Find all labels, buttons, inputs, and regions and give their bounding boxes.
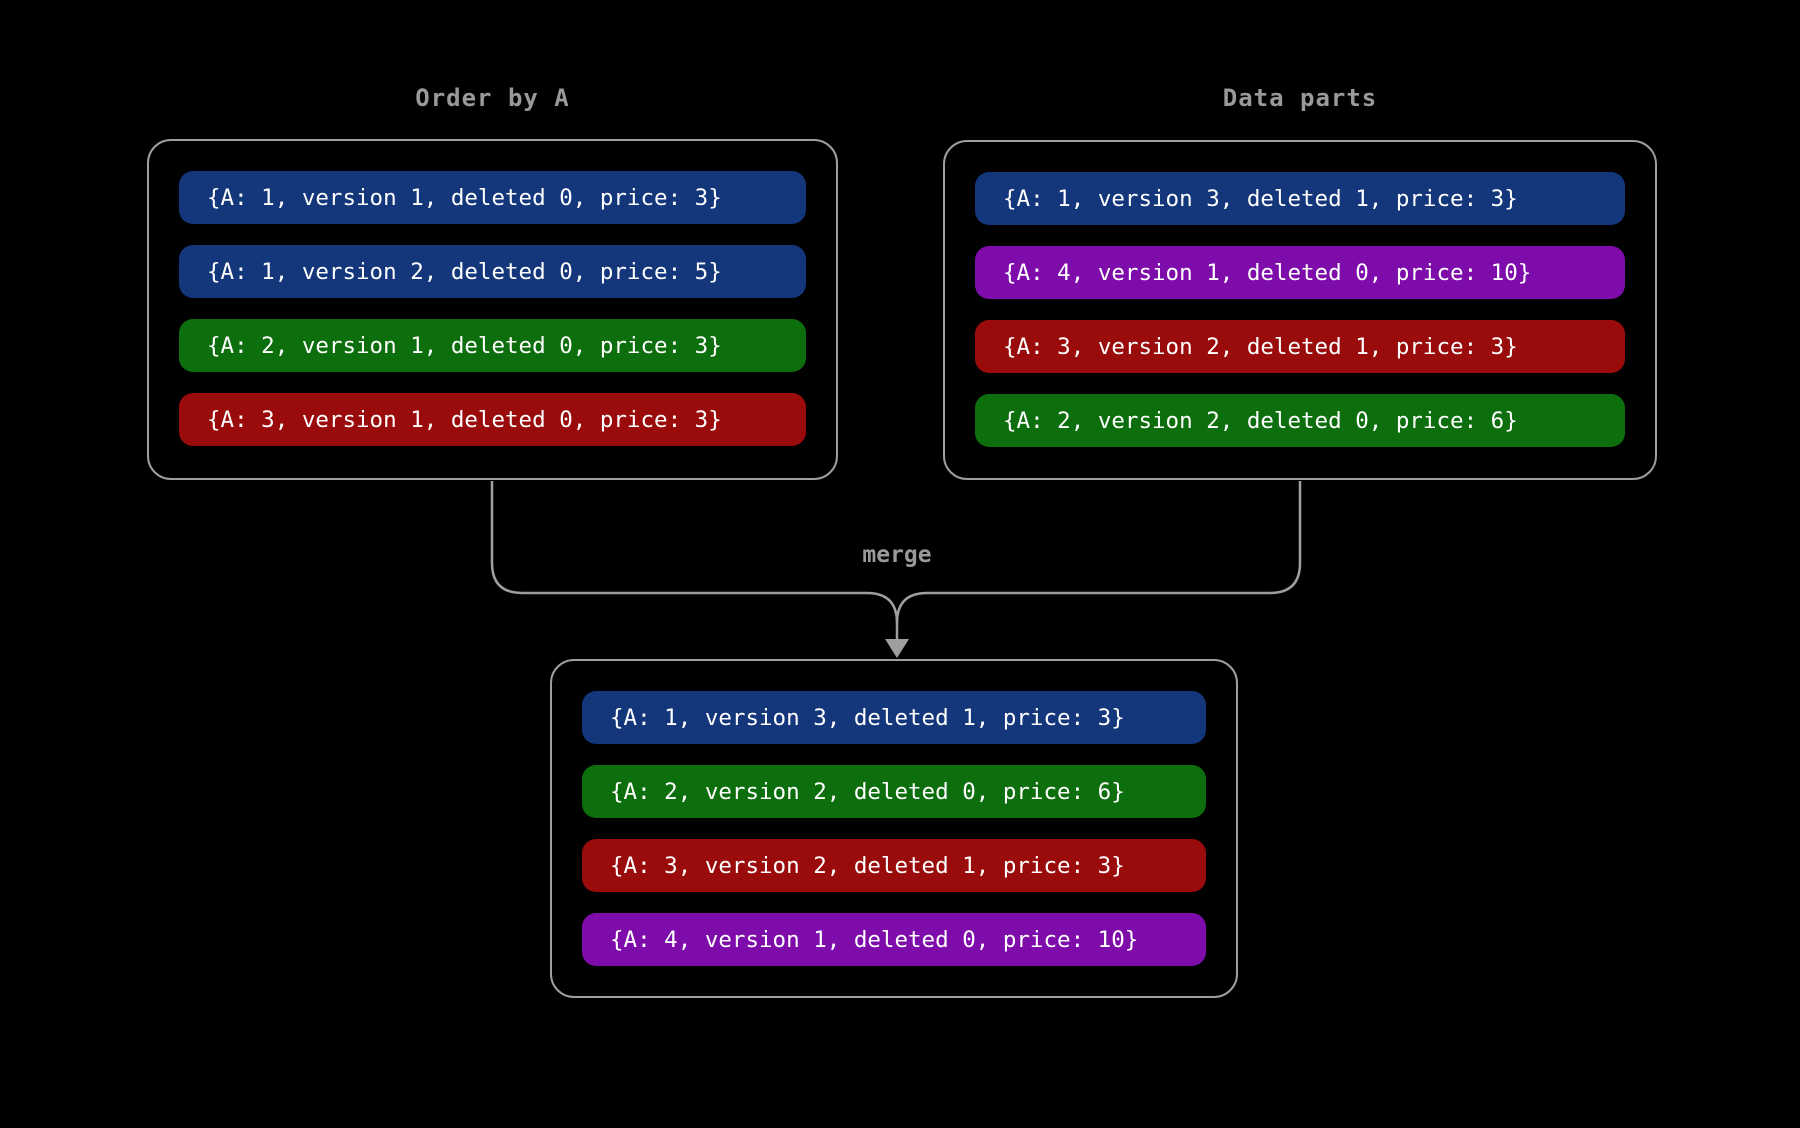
data-row: {A: 2, version 2, deleted 0, price: 6} (582, 765, 1206, 818)
arrowhead-icon (885, 639, 909, 658)
order-by-a-title: Order by A (415, 84, 570, 112)
data-row: {A: 4, version 1, deleted 0, price: 10} (975, 246, 1625, 299)
data-row: {A: 1, version 3, deleted 1, price: 3} (582, 691, 1206, 744)
data-row: {A: 3, version 2, deleted 1, price: 3} (582, 839, 1206, 892)
order-by-a-box: {A: 1, version 1, deleted 0, price: 3} {… (147, 139, 838, 480)
merged-box: {A: 1, version 3, deleted 1, price: 3} {… (550, 659, 1238, 998)
data-row: {A: 1, version 3, deleted 1, price: 3} (975, 172, 1625, 225)
data-row: {A: 2, version 2, deleted 0, price: 6} (975, 394, 1625, 447)
data-row: {A: 3, version 2, deleted 1, price: 3} (975, 320, 1625, 373)
data-row: {A: 2, version 1, deleted 0, price: 3} (179, 319, 806, 372)
data-parts-title: Data parts (1222, 84, 1378, 112)
data-row: {A: 1, version 1, deleted 0, price: 3} (179, 171, 806, 224)
data-row: {A: 3, version 1, deleted 0, price: 3} (179, 393, 806, 446)
data-row: {A: 1, version 2, deleted 0, price: 5} (179, 245, 806, 298)
data-parts-box: {A: 1, version 3, deleted 1, price: 3} {… (943, 140, 1657, 480)
merge-label: merge (862, 542, 932, 568)
data-row: {A: 4, version 1, deleted 0, price: 10} (582, 913, 1206, 966)
